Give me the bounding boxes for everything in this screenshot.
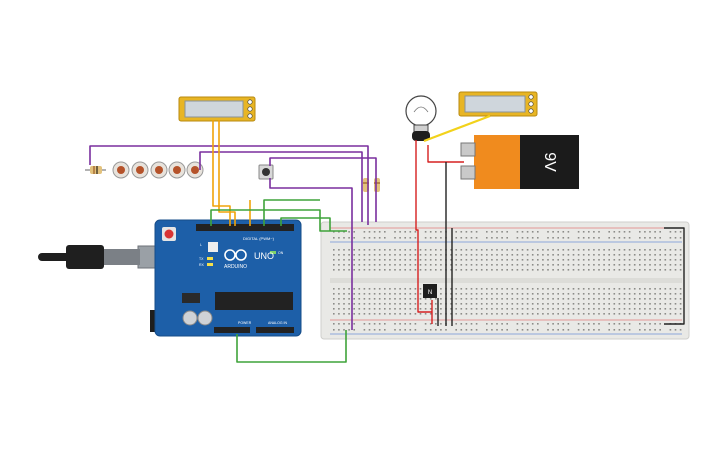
battery-9v[interactable]: 9V: [460, 135, 579, 189]
digital-header-label: DIGITAL (PWM~): [243, 236, 275, 241]
lcd-display-left[interactable]: [178, 96, 256, 122]
on-label: ON: [278, 251, 284, 255]
power-header-label: POWER: [238, 321, 252, 325]
pushbutton-icon[interactable]: [258, 164, 274, 180]
rx-label: RX: [199, 263, 205, 267]
arduino-model-label: UNO: [254, 251, 274, 261]
photoresistor-icon: [112, 161, 204, 179]
resistor-icon: [363, 178, 380, 192]
arduino-brand-label: ARDUINO: [224, 264, 247, 270]
l-label: L: [200, 243, 202, 247]
lightbulb-icon[interactable]: [405, 95, 437, 141]
tx-label: TX: [199, 257, 204, 261]
arduino-logo-icon: [224, 249, 247, 261]
photoresistor-array[interactable]: [85, 161, 204, 179]
resistor-icon: [85, 166, 106, 174]
arduino-uno-board[interactable]: ARDUINO UNO DIGITAL (PWM~) POWER ANALOG …: [38, 219, 302, 337]
transistor-icon[interactable]: N: [423, 284, 437, 298]
battery-label: 9V: [541, 152, 558, 172]
svg-text:N: N: [428, 290, 432, 296]
analog-header-label: ANALOG IN: [268, 321, 288, 325]
lcd-display-right[interactable]: [458, 91, 538, 117]
wires: [89, 114, 685, 363]
breadboard[interactable]: [320, 221, 690, 340]
